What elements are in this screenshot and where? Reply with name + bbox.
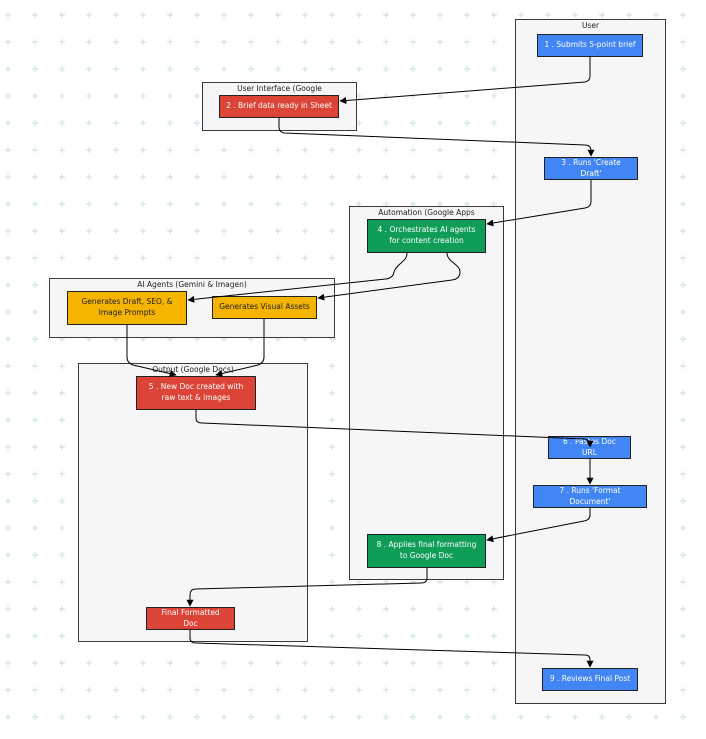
node-run-format-document[interactable]: 7 . Runs 'Format Document' bbox=[533, 485, 647, 508]
lane-output-title: Output (Google Docs) bbox=[152, 365, 234, 374]
edge-apply-formatting-to-final-doc bbox=[186, 568, 428, 607]
node-brief-in-sheet[interactable]: 2 . Brief data ready in Sheet bbox=[219, 95, 339, 118]
edge-final-doc-to-review bbox=[189, 630, 594, 668]
node-final-formatted-doc[interactable]: Final Formatted Doc bbox=[146, 607, 235, 630]
edge-draft-seo-to-new-doc bbox=[126, 325, 177, 377]
node-generate-visual-assets[interactable]: Generates Visual Assets bbox=[212, 296, 317, 319]
lane-user-interface-title: User Interface (Google bbox=[237, 84, 322, 93]
node-orchestrate-agents[interactable]: 4 . Orchestrates AI agents for content c… bbox=[367, 219, 486, 253]
node-new-doc-created[interactable]: 5 . New Doc created with raw text & imag… bbox=[136, 376, 256, 410]
node-submit-brief[interactable]: 1 . Submits 5-point brief bbox=[537, 34, 643, 57]
edge-orchestrate-to-draft-seo bbox=[187, 252, 408, 303]
edge-create-draft-to-orchestrate bbox=[486, 180, 592, 227]
node-generate-draft-seo[interactable]: Generates Draft, SEO, & Image Prompts bbox=[67, 291, 187, 325]
node-apply-formatting[interactable]: 8 . Applies final formatting to Google D… bbox=[367, 534, 486, 568]
lane-ai-agents-title: AI Agents (Gemini & Imagen) bbox=[137, 280, 247, 289]
edge-orchestrate-to-visual-assets bbox=[317, 252, 461, 301]
lane-user-title: User bbox=[581, 21, 600, 30]
node-review-final-post[interactable]: 9 . Reviews Final Post bbox=[542, 668, 638, 691]
edge-brief-to-sheet bbox=[339, 57, 591, 105]
lane-automation: Automation (Google Apps bbox=[349, 206, 504, 580]
edge-sheet-to-create-draft bbox=[278, 118, 595, 157]
edge-format-to-apply-formatting bbox=[486, 508, 591, 543]
lane-user: User bbox=[515, 19, 666, 704]
node-run-create-draft[interactable]: 3 . Runs 'Create Draft' bbox=[544, 157, 638, 180]
lane-automation-title: Automation (Google Apps bbox=[378, 208, 475, 217]
edge-visual-assets-to-new-doc bbox=[215, 319, 265, 377]
edge-new-doc-to-paste-url bbox=[195, 410, 594, 448]
